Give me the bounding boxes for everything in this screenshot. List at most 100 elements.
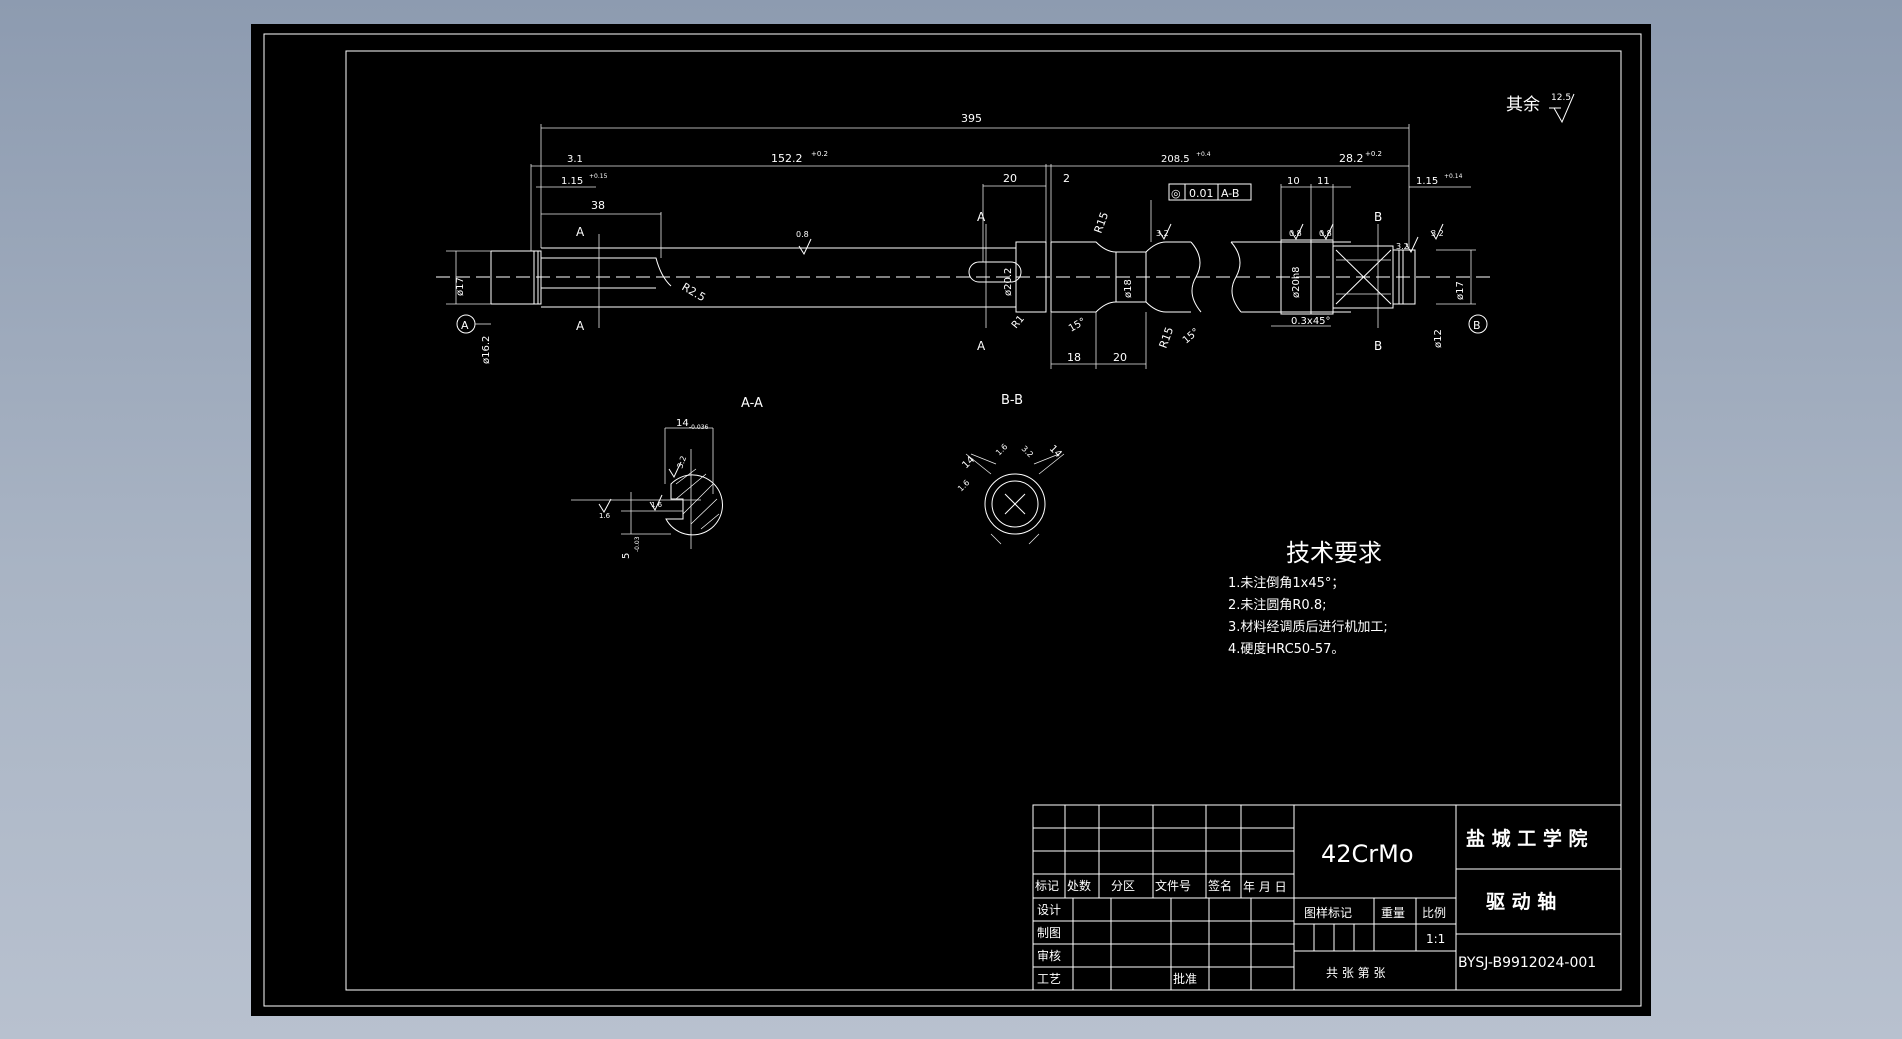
tb-label-design: 设计 [1037, 903, 1061, 917]
tb-scale-value: 1:1 [1426, 932, 1445, 946]
section-bb-view [965, 453, 1065, 545]
section-aa-rough2: 1.6 [651, 501, 663, 509]
dim-dia16-2: ø16.2 [481, 336, 492, 364]
drawing-sheet[interactable]: 其余 12.5 [251, 24, 1651, 1016]
section-mark-b1: B [1374, 210, 1382, 224]
dim-115-right-tol: +0.14 [1444, 173, 1463, 180]
dim-r15b: R15 [1157, 325, 1177, 350]
section-aa-depth-tol: -0.03 [634, 536, 641, 552]
section-mark-a3: A [977, 210, 986, 224]
tb-label-process: 工艺 [1037, 972, 1061, 986]
dim-10: 10 [1287, 176, 1300, 187]
datum-a-label: A [461, 319, 469, 332]
tol-datum: A-B [1221, 187, 1239, 200]
dim-overall: 395 [961, 112, 982, 125]
dim-dia20h8: ø20h8 [1291, 266, 1302, 298]
drawing-number: BYSJ-B9912024-001 [1458, 955, 1596, 971]
roughness-symbol-icon [1549, 93, 1575, 124]
tech-req-item-4: 4.硬度HRC50-57。 [1228, 641, 1344, 657]
tb-label-sheets: 共 张 第 张 [1326, 966, 1385, 980]
dim-2: 2 [1063, 172, 1070, 185]
shaft-main-view [436, 239, 1496, 315]
tb-label-scale: 比例 [1422, 906, 1446, 920]
section-bb-dim1: 14 [960, 454, 977, 471]
dim-115-left: 1.15 [561, 176, 583, 187]
tol-value: 0.01 [1189, 187, 1214, 200]
section-mark-b2: B [1374, 339, 1382, 353]
title-block [1032, 804, 1622, 991]
tech-req-title: 技术要求 [1286, 539, 1382, 567]
tech-req-item-2: 2.未注圆角R0.8; [1228, 598, 1327, 613]
tb-label-date: 年 月 日 [1243, 880, 1287, 894]
tb-label-stage-mark: 图样标记 [1304, 905, 1352, 920]
school-name: 盐 城 工 学 院 [1466, 827, 1587, 850]
material-label: 42CrMo [1321, 840, 1414, 868]
dim-28-tol: +0.2 [1365, 150, 1382, 158]
dim-115-right: 1.15 [1416, 176, 1438, 187]
dim-152: 152.2 [771, 152, 803, 165]
rough-08c: 0.8 [1319, 229, 1332, 238]
section-aa-width: 14 [676, 418, 689, 429]
section-bb-dim3: 1.6 [994, 442, 1009, 457]
section-mark-a4: A [977, 339, 986, 353]
top-dimension-lines [446, 124, 1476, 369]
datum-a-icon [456, 314, 491, 334]
dim-18: 18 [1067, 351, 1081, 364]
section-aa-width-tol: -0.036 [689, 424, 709, 431]
datum-b-icon [1468, 314, 1488, 334]
tb-label-zone: 分区 [1111, 879, 1135, 893]
dim-115-left-tol: +0.15 [589, 173, 608, 180]
datum-b-label: B [1473, 319, 1481, 332]
section-aa-view [571, 427, 723, 549]
dim-ang15a: 15° [1067, 316, 1088, 334]
tb-label-sign: 签名 [1208, 878, 1232, 893]
dim-152-tol: +0.2 [811, 150, 828, 158]
tb-label-doc-no: 文件号 [1155, 878, 1191, 893]
dim-208: 208.5 [1161, 154, 1190, 165]
tb-label-draft: 制图 [1037, 926, 1061, 940]
section-mark-a1: A [576, 225, 585, 239]
dim-dia20-2: ø20.2 [1003, 268, 1014, 296]
dim-3-1: 3.1 [567, 154, 583, 165]
dim-chamfer: 0.3x45° [1291, 316, 1331, 327]
section-aa-depth: 5 [621, 553, 632, 559]
tolerance-frame [1150, 183, 1252, 242]
section-aa-title: A-A [741, 396, 763, 411]
inner-border [345, 50, 1622, 991]
part-name: 驱 动 轴 [1486, 890, 1556, 913]
dim-28: 28.2 [1339, 152, 1364, 165]
dim-11: 11 [1317, 176, 1330, 187]
tech-req-item-3: 3.材料经调质后进行机加工; [1228, 620, 1388, 635]
rough-08a: 0.8 [796, 230, 809, 239]
outer-border [263, 33, 1642, 1007]
tb-label-approve: 批准 [1173, 971, 1197, 986]
dim-r1: R1 [1010, 314, 1027, 331]
section-bb-dim5: 1.6 [956, 478, 971, 493]
rough-32b: 3.2 [1396, 242, 1409, 251]
dim-208-tol: +0.4 [1196, 151, 1211, 158]
drawing-canvas: 其余 12.5 [263, 33, 1642, 1007]
tb-label-count: 处数 [1067, 878, 1091, 893]
tech-req-item-1: 1.未注倒角1x45°； [1228, 576, 1344, 591]
section-aa-rough1: 3.2 [675, 455, 688, 470]
rough-32c: 3.2 [1431, 229, 1444, 238]
dim-20b: 20 [1113, 351, 1127, 364]
roughness-marks [798, 223, 1444, 256]
tb-label-review: 审核 [1037, 948, 1061, 963]
dim-dia18: ø18 [1123, 279, 1134, 298]
roughness-note: 其余 [1506, 95, 1540, 115]
rough-08b: 0.8 [1289, 229, 1302, 238]
dim-dia17-right: ø17 [1455, 281, 1466, 300]
section-bb-title: B-B [1001, 393, 1023, 408]
section-cut-lines [598, 224, 1379, 328]
section-aa-rough3: 1.6 [599, 512, 611, 520]
rough-32a: 3.2 [1156, 229, 1169, 238]
dim-ang15b: 15° [1181, 326, 1202, 346]
dim-r2-5: R2.5 [680, 280, 708, 304]
dim-38: 38 [591, 199, 605, 212]
roughness-value: 12.5 [1551, 93, 1571, 103]
dim-20a: 20 [1003, 172, 1017, 185]
tb-label-mark: 标记 [1035, 879, 1059, 893]
section-mark-a2: A [576, 319, 585, 333]
